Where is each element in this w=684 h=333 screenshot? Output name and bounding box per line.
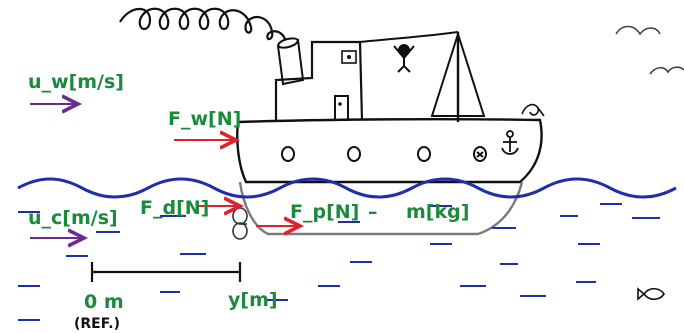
ship-hull-underwater bbox=[238, 181, 524, 236]
position-label: y[m] bbox=[228, 289, 278, 311]
water-dashes bbox=[18, 203, 660, 321]
propulsion-force-label: F_p[N] bbox=[290, 201, 359, 223]
anchor-icon bbox=[501, 130, 519, 155]
ship-chimney bbox=[276, 37, 305, 86]
smoke-plume bbox=[119, 7, 288, 45]
separator-dash: – bbox=[368, 201, 378, 223]
origin-label: 0 m bbox=[84, 291, 124, 313]
bird-icon bbox=[649, 66, 684, 75]
stick-figure-icon bbox=[393, 44, 415, 73]
bow-ornament bbox=[521, 103, 545, 117]
bird-icon bbox=[615, 25, 661, 36]
drag-force-label: F_d[N] bbox=[140, 197, 209, 219]
ship-hull bbox=[236, 117, 543, 184]
reference-label: (REF.) bbox=[74, 316, 120, 332]
ship-cabin bbox=[274, 40, 364, 121]
cabin-door bbox=[334, 95, 349, 121]
wind-force-label: F_w[N] bbox=[168, 108, 241, 130]
position-ruler bbox=[90, 262, 242, 282]
wind-speed-label: u_w[m/s] bbox=[28, 71, 124, 93]
portholes bbox=[281, 146, 487, 162]
current-speed-label: u_c[m/s] bbox=[28, 207, 118, 229]
fish-icon bbox=[637, 287, 665, 301]
mass-label: m[kg] bbox=[406, 201, 469, 223]
propeller-icon bbox=[232, 207, 248, 240]
water-surface bbox=[17, 177, 677, 199]
ship-sail bbox=[359, 30, 486, 122]
